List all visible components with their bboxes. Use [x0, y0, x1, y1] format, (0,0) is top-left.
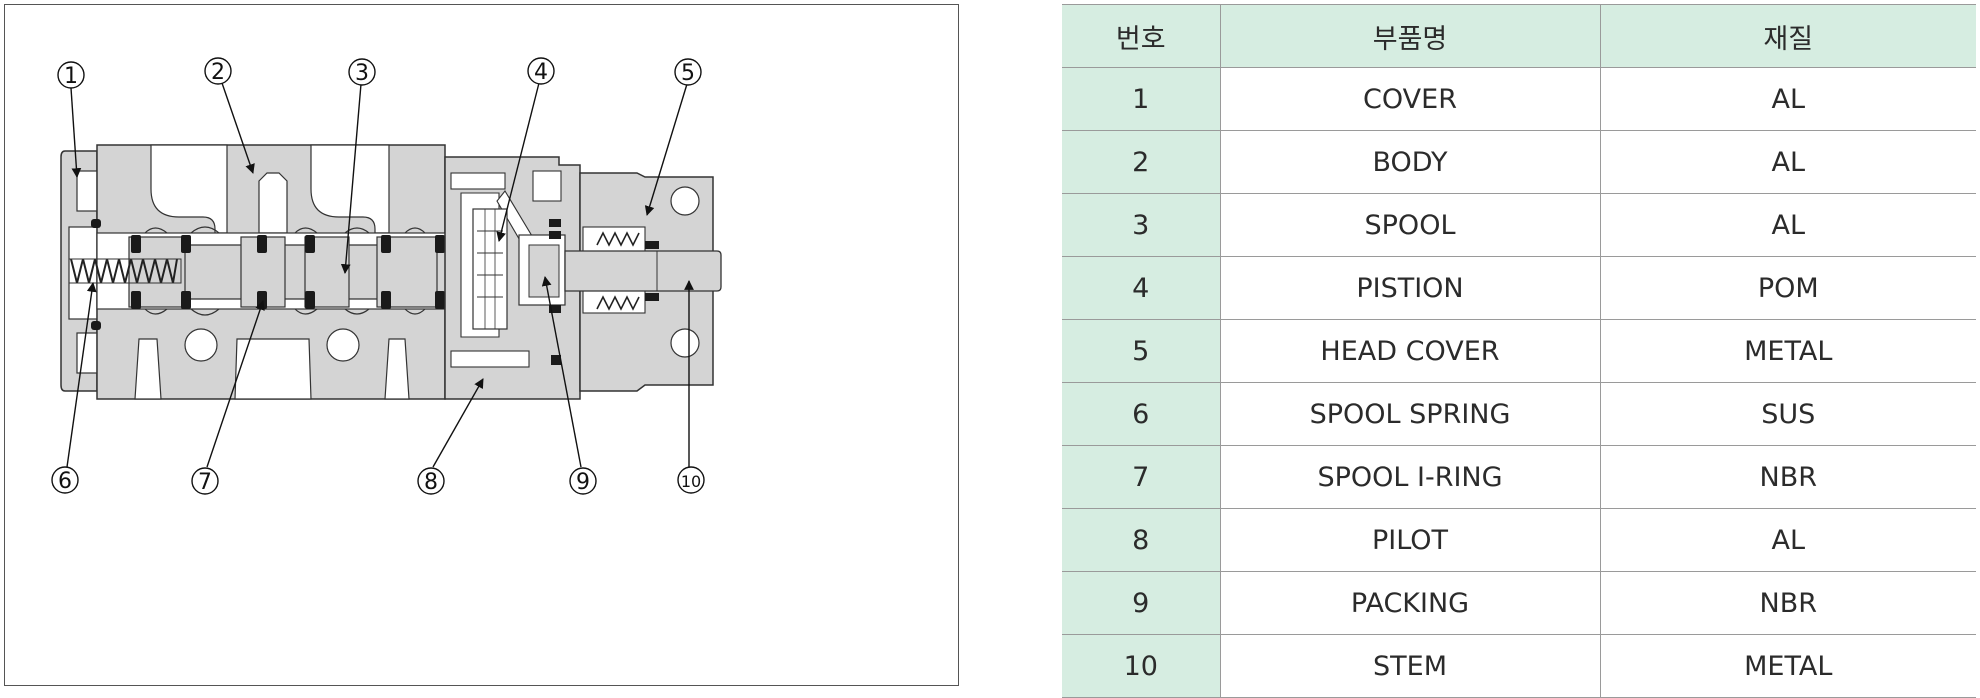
leader-lines — [66, 82, 694, 468]
callout-6-label: 6 — [58, 469, 72, 494]
parts-table: 번호 부품명 재질 1 COVER AL 2 BODY AL 3 SPOOL A… — [1062, 4, 1976, 698]
row-part-name: COVER — [1219, 67, 1600, 131]
callout-8: 8 — [417, 467, 445, 495]
callout-9-label: 9 — [576, 470, 590, 495]
row-part-name: PILOT — [1219, 508, 1600, 572]
table-row: 5 HEAD COVER METAL — [1062, 319, 1976, 383]
callout-2-label: 2 — [211, 60, 225, 85]
callout-5: 5 — [674, 58, 702, 86]
table-row: 1 COVER AL — [1062, 67, 1976, 131]
table-row: 4 PISTION POM — [1062, 256, 1976, 320]
header-part-name: 부품명 — [1219, 4, 1600, 68]
table-row: 6 SPOOL SPRING SUS — [1062, 382, 1976, 446]
table-header-row: 번호 부품명 재질 — [1062, 4, 1976, 68]
row-number: 7 — [1062, 445, 1220, 509]
callout-4: 4 — [527, 57, 555, 85]
callout-8-label: 8 — [424, 470, 438, 495]
header-material: 재질 — [1599, 4, 1976, 68]
row-number: 6 — [1062, 382, 1220, 446]
row-number: 5 — [1062, 319, 1220, 383]
callout-10: 10 — [677, 466, 705, 494]
row-number: 8 — [1062, 508, 1220, 572]
row-part-name: SPOOL I-RING — [1219, 445, 1600, 509]
callout-1-label: 1 — [64, 64, 78, 89]
callout-2: 2 — [204, 57, 232, 85]
row-number: 2 — [1062, 130, 1220, 194]
row-number: 10 — [1062, 634, 1220, 698]
row-material: SUS — [1599, 382, 1976, 446]
row-material: POM — [1599, 256, 1976, 320]
row-part-name: SPOOL SPRING — [1219, 382, 1600, 446]
callout-10-label: 10 — [681, 472, 701, 491]
row-material: AL — [1599, 193, 1976, 257]
callout-3: 3 — [348, 58, 376, 86]
row-part-name: PISTION — [1219, 256, 1600, 320]
callout-7-label: 7 — [198, 470, 212, 495]
callout-1: 1 — [57, 61, 85, 89]
row-part-name: PACKING — [1219, 571, 1600, 635]
row-number: 3 — [1062, 193, 1220, 257]
row-material: NBR — [1599, 571, 1976, 635]
callout-4-label: 4 — [534, 60, 548, 85]
row-material: AL — [1599, 508, 1976, 572]
callout-3-label: 3 — [355, 61, 369, 86]
row-part-name: HEAD COVER — [1219, 319, 1600, 383]
diagram-canvas: 1 2 3 4 5 6 7 8 — [51, 57, 722, 495]
table-row: 2 BODY AL — [1062, 130, 1976, 194]
table-row: 10 STEM METAL — [1062, 634, 1976, 698]
spool-i-rings — [91, 165, 453, 383]
row-part-name: SPOOL — [1219, 193, 1600, 257]
stem-part — [564, 250, 722, 292]
row-number: 9 — [1062, 571, 1220, 635]
spool-part — [128, 236, 466, 308]
table-row: 7 SPOOL I-RING NBR — [1062, 445, 1976, 509]
callout-7: 7 — [191, 467, 219, 495]
row-number: 4 — [1062, 256, 1220, 320]
callout-6: 6 — [51, 466, 79, 494]
table-row: 3 SPOOL AL — [1062, 193, 1976, 257]
table-row: 8 PILOT AL — [1062, 508, 1976, 572]
row-part-name: BODY — [1219, 130, 1600, 194]
valve-cross-section-diagram: 1 2 3 4 5 6 7 8 — [4, 4, 959, 686]
row-material: METAL — [1599, 634, 1976, 698]
header-number: 번호 — [1062, 4, 1220, 68]
row-material: AL — [1599, 67, 1976, 131]
table-row: 9 PACKING NBR — [1062, 571, 1976, 635]
row-part-name: STEM — [1219, 634, 1600, 698]
callout-9: 9 — [569, 467, 597, 495]
callout-5-label: 5 — [681, 61, 695, 86]
row-material: NBR — [1599, 445, 1976, 509]
row-number: 1 — [1062, 67, 1220, 131]
row-material: METAL — [1599, 319, 1976, 383]
row-material: AL — [1599, 130, 1976, 194]
